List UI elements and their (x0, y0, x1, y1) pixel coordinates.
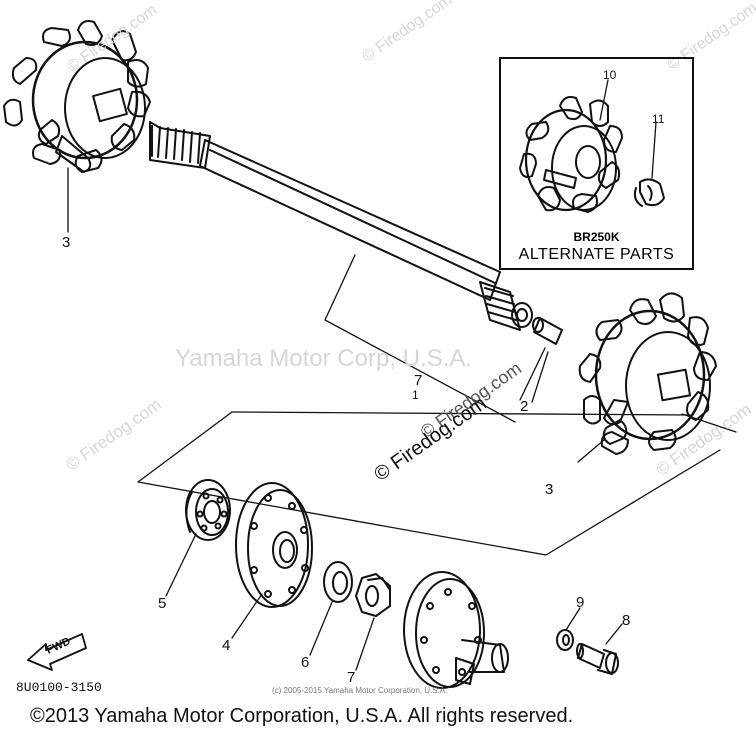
diagram-code: 8U0100-3150 (16, 680, 102, 695)
sprocket-right (578, 292, 717, 455)
bracket-lines-part-1 (324, 254, 546, 423)
callout-8: 8 (622, 612, 631, 629)
callout-10: 10 (603, 68, 617, 82)
clip-part-11 (633, 178, 665, 207)
footer-copyright: ©2013 Yamaha Motor Corporation, U.S.A. A… (30, 705, 574, 727)
fwd-arrow-icon (27, 633, 87, 671)
watermark-yamaha-center: Yamaha Motor Corp, U.S.A. (175, 345, 472, 372)
callout-6: 6 (301, 654, 310, 671)
alternate-sprocket-part-10 (519, 96, 623, 213)
alternate-parts-inset (499, 57, 694, 270)
callout-4: 4 (222, 637, 231, 654)
callout-7-nut: 7 (347, 669, 356, 686)
callout-5: 5 (158, 595, 167, 612)
callout-2: 2 (520, 398, 529, 415)
bracket-lines-lower (137, 411, 737, 556)
small-copyright: (c) 2005-2015 Yamaha Motor Corporation, … (272, 686, 448, 695)
inset-title: ALTERNATE PARTS (518, 246, 675, 263)
inset-model-label: BR250K (573, 230, 620, 244)
callout-1: 1 (412, 388, 419, 402)
bolt-part-8 (576, 643, 619, 675)
callout-11: 11 (652, 112, 665, 126)
drive-shaft (149, 121, 533, 331)
pin-part-2 (532, 317, 563, 345)
callout-9: 9 (576, 594, 585, 611)
nut-part-7 (355, 573, 391, 617)
callout-3-left: 3 (62, 234, 71, 251)
leader-lines (67, 79, 657, 671)
lock-washer-part-9 (556, 629, 574, 651)
bearing-part-5 (185, 479, 231, 541)
callout-7-shaft: 7 (414, 372, 423, 389)
washer-part-6 (323, 561, 353, 603)
sprocket-left (3, 20, 151, 173)
hub-flange (403, 571, 509, 689)
flange-plate-part-4 (235, 482, 313, 608)
callout-3-right: 3 (545, 481, 554, 498)
